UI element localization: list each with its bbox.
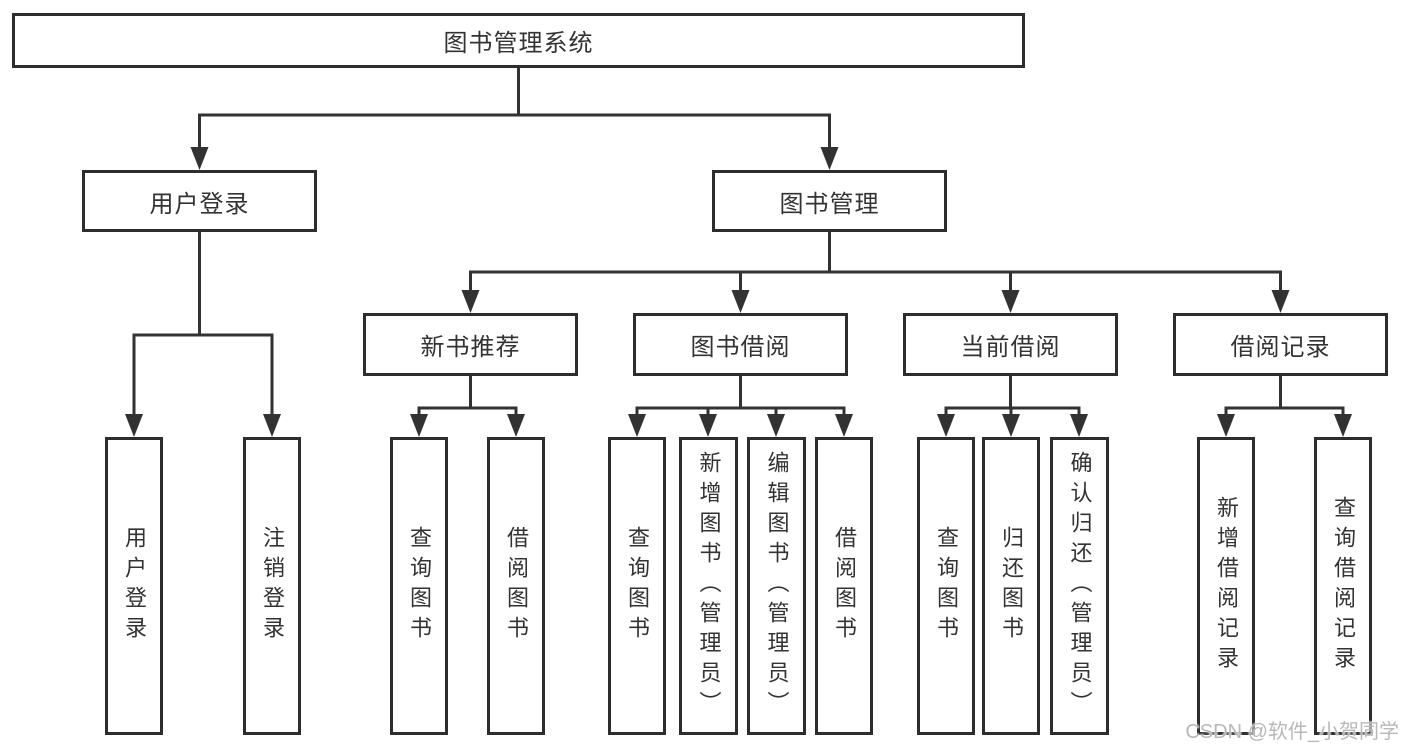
leaf-label: 确认归还（管理员） xyxy=(1067,451,1093,721)
watermark: CSDN @软件_小贺同学 xyxy=(1185,721,1399,743)
leaf-query-books-borrow: 查询图书 xyxy=(608,437,666,735)
leaf-user-login: 用户登录 xyxy=(105,437,163,735)
leaf-label: 归还图书 xyxy=(999,526,1024,646)
node-book-management: 图书管理 xyxy=(712,170,947,232)
leaf-return-books: 归还图书 xyxy=(982,437,1040,735)
leaf-add-books-admin: 新增图书（管理员） xyxy=(679,437,738,735)
leaf-query-books-recommend: 查询图书 xyxy=(390,437,448,735)
leaf-query-borrow-record: 查询借阅记录 xyxy=(1314,437,1372,735)
node-book-borrowing: 图书借阅 xyxy=(633,313,848,376)
leaf-label: 新增图书（管理员） xyxy=(696,451,722,721)
leaf-query-books-current: 查询图书 xyxy=(917,437,975,735)
leaf-label: 借阅图书 xyxy=(832,526,857,646)
leaf-label: 新增借阅记录 xyxy=(1214,496,1239,676)
leaf-label: 查询借阅记录 xyxy=(1331,496,1356,676)
leaf-confirm-return-admin: 确认归还（管理员） xyxy=(1050,437,1109,735)
node-new-book-recommendation: 新书推荐 xyxy=(363,313,578,376)
arrowhead-group xyxy=(125,147,1352,437)
leaf-label: 查询图书 xyxy=(934,526,959,646)
leaf-label: 查询图书 xyxy=(407,526,432,646)
node-user-login: 用户登录 xyxy=(82,170,317,232)
leaf-label: 编辑图书（管理员） xyxy=(764,451,790,721)
leaf-edit-books-admin: 编辑图书（管理员） xyxy=(747,437,806,735)
node-library-management-system: 图书管理系统 xyxy=(12,13,1025,68)
leaf-label: 查询图书 xyxy=(625,526,650,646)
leaf-add-borrow-record: 新增借阅记录 xyxy=(1197,437,1255,735)
leaf-label: 注销登录 xyxy=(260,526,285,646)
leaf-label: 借阅图书 xyxy=(504,526,529,646)
node-current-borrowing: 当前借阅 xyxy=(903,313,1118,376)
leaf-label: 用户登录 xyxy=(122,526,147,646)
leaf-borrow-books: 借阅图书 xyxy=(815,437,873,735)
node-borrowing-records: 借阅记录 xyxy=(1173,313,1388,376)
leaf-borrow-books-recommend: 借阅图书 xyxy=(487,437,545,735)
leaf-logout: 注销登录 xyxy=(243,437,301,735)
